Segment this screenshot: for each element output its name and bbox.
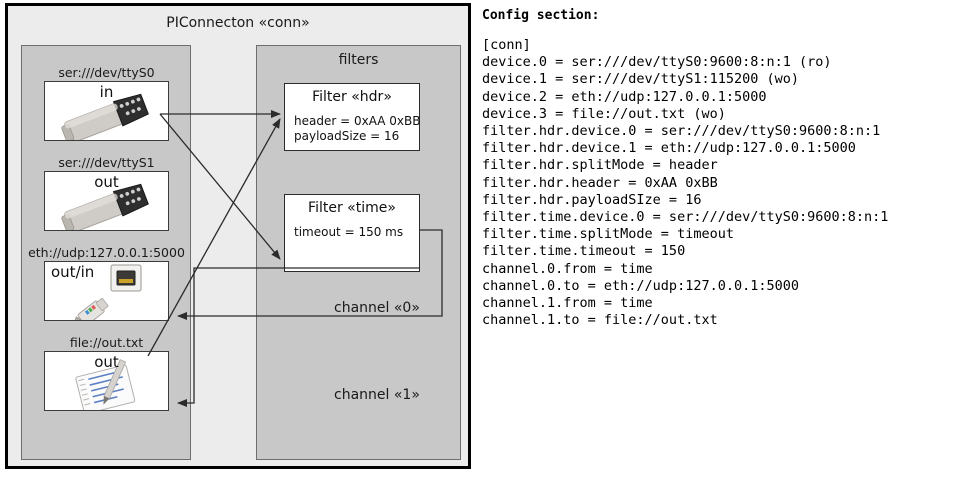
channel-1-label: channel «1» — [334, 387, 420, 403]
device-direction: out/in — [51, 263, 95, 281]
filter-title: Filter «hdr» — [312, 89, 392, 105]
filter-properties: timeout = 150 ms — [294, 225, 404, 239]
device-label: ser:///dev/ttyS1 — [58, 155, 155, 170]
config-body-text: [conn] device.0 = ser:///dev/ttyS0:9600:… — [482, 37, 889, 329]
device-direction: out — [94, 353, 119, 371]
device-label: ser:///dev/ttyS0 — [58, 65, 155, 80]
device-label: file://out.txt — [69, 335, 144, 350]
devices-group: ser:///dev/ttyS0 in — [21, 45, 191, 460]
text-file-pencil-icon — [75, 359, 136, 410]
device-entry-ttys0[interactable]: ser:///dev/ttyS0 in — [34, 64, 179, 141]
device-box[interactable]: out/in — [44, 261, 169, 321]
ethernet-rj45-icon — [69, 264, 142, 320]
device-direction: out — [94, 173, 119, 191]
serial-db9-icon — [61, 183, 149, 230]
device-entry-ttys1[interactable]: ser:///dev/ttyS1 out — [34, 154, 179, 231]
config-panel: Config section: [conn] device.0 = ser://… — [482, 8, 958, 329]
device-box[interactable]: out — [44, 351, 169, 411]
device-box[interactable]: out — [44, 171, 169, 231]
filter-properties: header = 0xAA 0xBB payloadSize = 16 — [294, 114, 421, 143]
channel-0-label: channel «0» — [334, 300, 420, 316]
device-label: eth://udp:127.0.0.1:5000 — [28, 245, 185, 260]
diagram-title: PIConnecton «conn» — [166, 15, 310, 31]
device-entry-eth[interactable]: eth://udp:127.0.0.1:5000 out/in — [28, 244, 185, 321]
serial-db9-icon — [61, 93, 149, 140]
filter-title: Filter «time» — [308, 200, 396, 216]
connector-diagram: PIConnecton «conn» ser:///dev/ttyS0 in — [5, 3, 471, 469]
config-heading: Config section: — [482, 8, 600, 23]
filter-time-box[interactable]: Filter «time» timeout = 150 ms — [284, 194, 420, 272]
device-box[interactable]: in — [44, 81, 169, 141]
device-entry-file[interactable]: file://out.txt out — [34, 334, 179, 411]
filter-hdr-box[interactable]: Filter «hdr» header = 0xAA 0xBB payloadS… — [284, 83, 420, 151]
filters-group-title: filters — [338, 52, 379, 68]
device-direction: in — [99, 83, 114, 101]
